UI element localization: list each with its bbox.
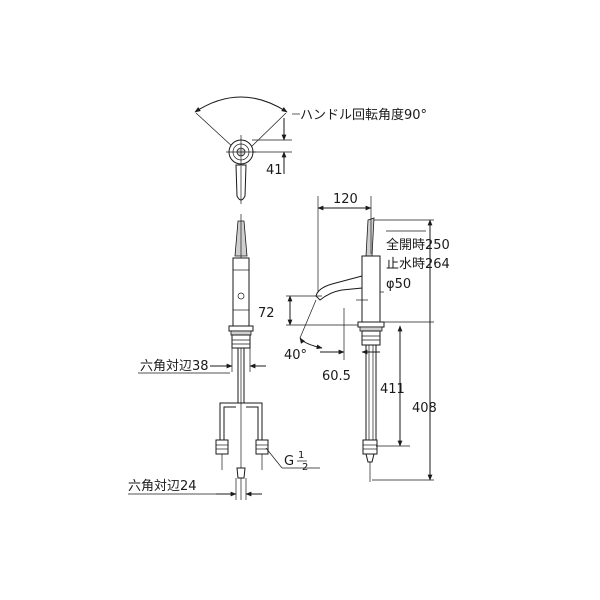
handle-rotation-label: ハンドル回転角度90° — [300, 107, 427, 123]
dim-120-label: 120 — [333, 192, 358, 207]
dim-411: 411 — [376, 321, 434, 447]
top-view-handle — [194, 96, 300, 204]
hex-38-label: 六角対辺38 — [140, 359, 209, 374]
full-open-label: 全開時250 — [386, 237, 450, 253]
dim-72: 72 — [258, 295, 358, 326]
dim-60-5: 60.5 — [320, 308, 380, 384]
dim-hex-38: 六角対辺38 — [138, 348, 266, 374]
dim-41: 41 — [252, 118, 292, 178]
callout-g-half: G 1 2 — [265, 447, 320, 473]
g-fraction-den: 2 — [302, 462, 308, 473]
g-fraction-num: 1 — [298, 450, 304, 461]
front-view-faucet — [215, 214, 269, 500]
stop-label: 止水時264 — [386, 257, 450, 272]
dim-408: 408 — [372, 401, 437, 481]
dim-angle-40: 40° — [284, 299, 323, 363]
hex-24-label: 六角対辺24 — [128, 479, 197, 494]
dim-120: 120 — [317, 192, 372, 292]
dim-41-label: 41 — [266, 163, 283, 178]
g-label: G — [284, 454, 294, 469]
phi-50-label: φ50 — [386, 277, 411, 292]
dim-60-5-label: 60.5 — [322, 369, 351, 384]
dim-handle-heights: 全開時250 止水時264 φ50 — [374, 219, 450, 481]
dim-hex-24: 六角対辺24 — [128, 478, 262, 500]
dim-408-label: 408 — [412, 401, 437, 416]
side-view-faucet — [315, 217, 385, 482]
angle-40-label: 40° — [284, 348, 307, 363]
dim-411-label: 411 — [380, 382, 405, 397]
dim-72-label: 72 — [258, 306, 275, 321]
